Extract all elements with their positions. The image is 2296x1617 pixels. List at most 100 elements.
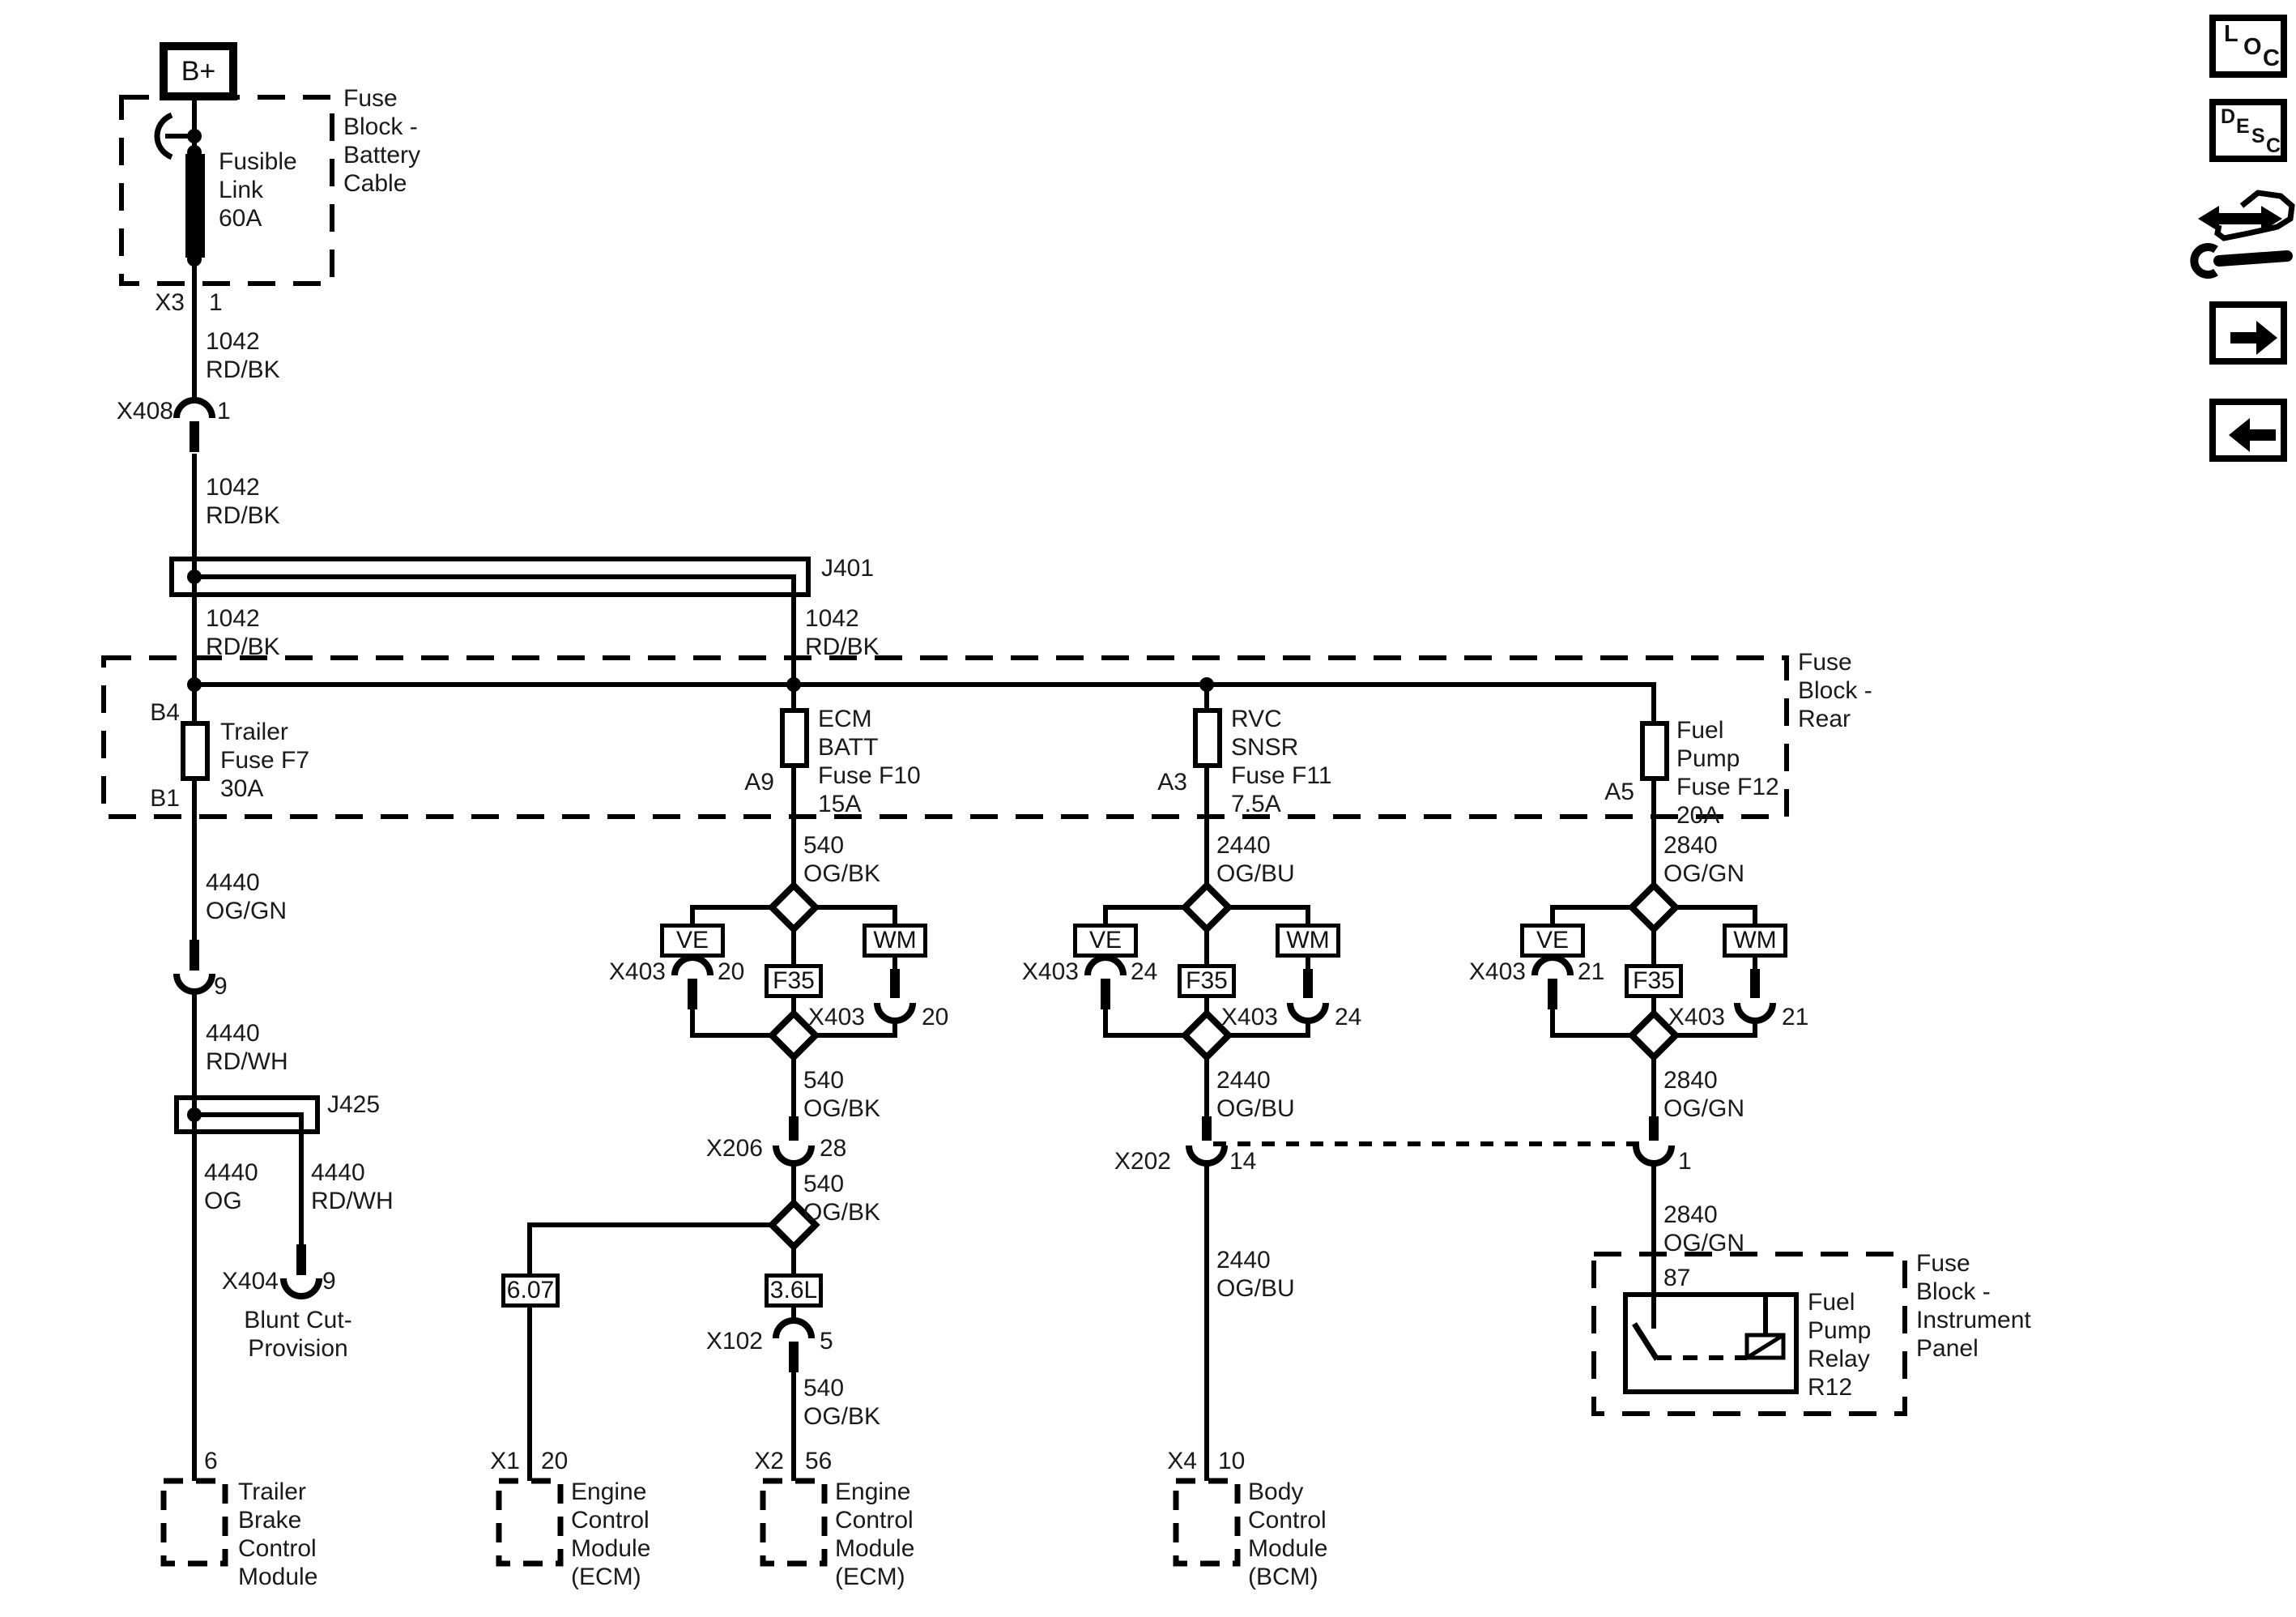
splice-diamonds [767,881,1680,1252]
fuel-pump-relay-label: Fuel Pump Relay R12 [1808,1289,1872,1401]
x3-pin-label: 1 [209,289,223,316]
rvc-f35-label: F35 [1186,967,1228,994]
desc-letter-d: D [2221,105,2236,128]
x202-pin-label: 14 [1229,1148,1257,1175]
desc-button[interactable]: D E S C [2209,99,2287,162]
ecm-x2-pin-label: 56 [805,1448,833,1474]
b4-terminal-label: B4 [150,699,180,726]
fuel-x403-left-label: X403 [1468,958,1526,985]
x404-connector-label: X404 [221,1268,279,1295]
wire-2840-label-1: 2840 OG/GN [1663,832,1745,887]
ecm-x1-outline [496,1478,564,1567]
fuel-x403-left-connector-icon [1531,954,1574,976]
next-diagram-button[interactable] [2209,301,2287,365]
wire-1042-label-2: 1042 RD/BK [206,474,280,529]
rvc-x403-right-pin: 24 [1335,1004,1362,1030]
x408-connector-label: X408 [116,398,173,425]
rvc-x403-left-label: X403 [1021,958,1079,985]
x206-connector-icon [773,1145,815,1167]
trailer-conn-pin9-label: 9 [214,973,228,1000]
battery-clip-symbol [154,112,173,160]
fuse-block-instrument-panel-outline [1591,1252,1907,1416]
ecm-x1-connector-label: X1 [490,1448,520,1474]
trailer-brake-module-outline [160,1478,228,1567]
fuel-pin1-connector-icon [1633,1145,1675,1167]
j425-label: J425 [327,1091,381,1118]
fuel-branch-wires [1550,779,1757,1329]
fuse-f10-label: ECM BATT Fuse F10 15A [818,706,921,817]
right-arrow-icon [2230,321,2277,355]
blunt-cut-label: Blunt Cut- Provision [244,1307,352,1362]
x206-connector-label: X206 [705,1135,763,1162]
relay-switch-blade [1632,1322,1659,1361]
fuse-block-rear-label: Fuse Block - Rear [1798,649,1872,732]
ecm-x403-left-connector-icon [671,954,714,976]
rvc-x403-left-pin: 24 [1131,958,1158,985]
ecm-f35-option-box: F35 [765,964,823,998]
rvc-branch-wires [1103,685,1310,1481]
previous-diagram-button[interactable] [2209,399,2287,462]
wire-4440-rdwh-label-2: 4440 RD/WH [311,1159,394,1214]
trailer-pin9-connector-icon [173,973,215,995]
fuse-f10-symbol [780,708,809,768]
ecm-ve-label: VE [675,927,709,954]
loc-button[interactable]: L O C [2209,15,2287,78]
connector-arcs [173,397,1776,1339]
trailer-brake-module-label: Trailer Brake Control Module [238,1478,318,1590]
ecm-x403-left-pin: 20 [718,958,745,985]
rvc-wm-option-box: WM [1276,924,1340,958]
wire-4440-rdwh-label-1: 4440 RD/WH [206,1020,288,1075]
x102-connector-icon [773,1317,815,1339]
engine-option-36l-label: 3.6L [769,1277,818,1303]
wire-2440-label-2: 2440 OG/BU [1216,1067,1295,1122]
engine-option-607-box: 6.07 [501,1274,560,1308]
relay-pin87-label: 87 [1663,1265,1691,1291]
x404-pin-label: 9 [322,1268,336,1295]
j425-splice-pack [174,1095,320,1134]
wire-4440-oggn-label: 4440 OG/GN [206,869,288,924]
wire-1042-label-3: 1042 RD/BK [206,605,280,660]
connector-stubs [190,421,1760,1372]
fuse-f11-label: RVC SNSR Fuse F11 7.5A [1231,706,1332,817]
a5-terminal-label: A5 [1604,779,1634,805]
rvc-x403-right-connector-icon [1287,1002,1329,1024]
ecm-x1-pin-label: 20 [541,1448,569,1474]
fuel-x403-left-pin: 21 [1578,958,1605,985]
wire-1042-label-4: 1042 RD/BK [805,605,880,660]
double-arrow-icon [2198,206,2282,232]
engine-option-36l-box: 3.6L [765,1274,823,1308]
desc-letter-c: C [2266,134,2281,157]
fuel-x403-right-label: X403 [1668,1004,1725,1030]
j401-splice-pack [169,557,811,597]
wire-540-label-4: 540 OG/BK [803,1375,881,1430]
ecm-x403-right-label: X403 [807,1004,865,1030]
x3-connector-label: X3 [155,289,185,316]
wire-2840-label-2: 2840 OG/GN [1663,1067,1745,1122]
car-outline-icon [2214,190,2295,241]
wrench-icon [2190,243,2218,279]
x102-pin-label: 5 [820,1328,833,1355]
bcm-x4-connector-label: X4 [1167,1448,1197,1474]
desc-letter-e: E [2236,115,2250,138]
engine-option-607-label: 6.07 [506,1277,555,1303]
fusible-link-label: Fusible Link 60A [219,148,297,232]
wire-540-label-2: 540 OG/BK [803,1067,881,1122]
vehicle-service-icon[interactable] [2190,190,2295,279]
left-arrow-icon [2229,418,2276,452]
ecm-module-label-2: Engine Control Module (ECM) [835,1478,915,1590]
trailer-branch-wires [194,1112,304,1244]
fuse-block-rear-outline [101,655,1789,819]
x202-connector-label: X202 [1114,1148,1171,1175]
j401-label: J401 [821,555,875,582]
fuse-f7-symbol [181,721,210,781]
ecm-x403-right-connector-icon [874,1002,916,1024]
bcm-x4-pin-label: 10 [1218,1448,1246,1474]
fuse-f12-label: Fuel Pump Fuse F12 20A [1676,717,1779,829]
fuel-pin1-label: 1 [1678,1148,1692,1175]
x102-connector-label: X102 [705,1328,763,1355]
wire-2440-label-1: 2440 OG/BU [1216,832,1295,887]
x202-connector-icon [1186,1145,1228,1167]
ecm-f35-label: F35 [773,967,815,994]
ecm-x2-outline [760,1478,828,1567]
